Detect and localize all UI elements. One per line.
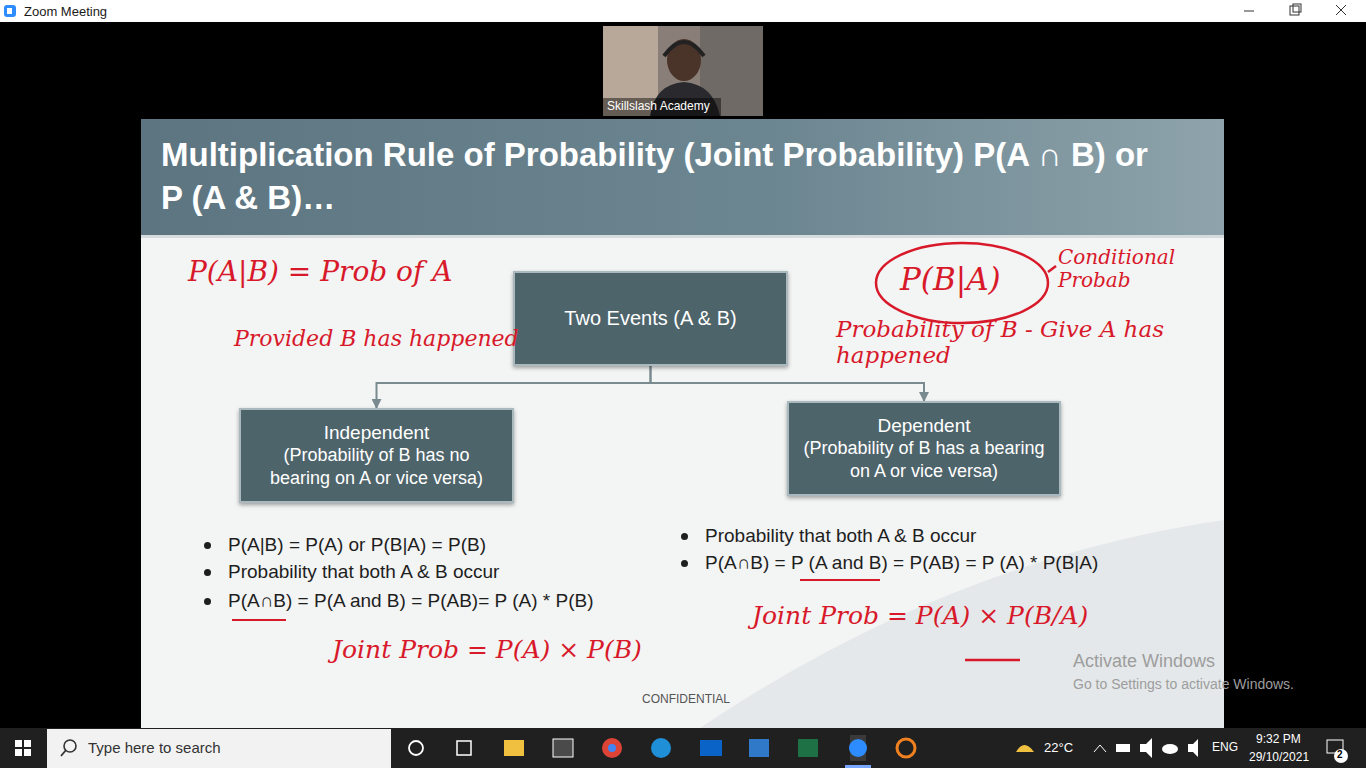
clock-time: 9:32 PM [1256,732,1301,746]
bullet-text: P(A|B) = P(A) or P(B|A) = P(B) [200,533,698,557]
handwritten-note: Conditional Probab [1058,246,1208,292]
root-box: Two Events (A & B) [513,271,788,366]
box-body: (Probability of B has no bearing on A or… [255,444,498,490]
tray-text: ENG [1212,740,1238,754]
tree-connector [651,366,925,401]
window-title: Zoom Meeting [24,4,107,19]
watermark: Go to Settings to activate Windows. [1073,676,1294,692]
participant-name: Skillslash Academy [607,99,710,113]
tree-connector [377,366,651,408]
category-box: Dependent(Probability of B has a bearing… [787,401,1061,496]
handwritten-note: Joint Prob = P(A) × P(B/A) [752,602,1172,631]
box-body: (Probability of B has a bearing on A or … [803,437,1045,483]
handwritten-note: Probability of B - Give A has happened [836,316,1206,369]
box-heading: Two Events (A & B) [564,307,736,330]
handwritten-note: P(A|B) = Prob of A [188,256,508,288]
box-heading: Dependent [878,414,971,437]
bullet-text: Probability that both A & B occur [200,560,698,584]
handwritten-note: Provided B has happened [234,326,524,351]
handwritten-note: Joint Prob = P(A) × P(B) [332,636,672,665]
watermark: Activate Windows [1073,651,1215,672]
category-box: Independent(Probability of B has no bear… [239,408,514,503]
tray-text: 22°C [1044,740,1073,755]
notification-badge: 2 [1337,749,1343,760]
footer-text: CONFIDENTIAL [642,692,730,706]
bullet-text: P(A∩B) = P (A and B) = P(AB) = P (A) * P… [677,551,1235,575]
slide-title: Multiplication Rule of Probability (Join… [161,133,1171,219]
search-box-text: Type here to search [88,739,221,756]
bullet-text: Probability that both A & B occur [677,524,1235,548]
handwritten-note: P(B|A) [900,262,1030,298]
bullet-text: P(A∩B) = P(A and B) = P(AB)= P (A) * P(B… [200,589,698,613]
box-heading: Independent [324,421,430,444]
clock-date: 29/10/2021 [1249,750,1309,764]
